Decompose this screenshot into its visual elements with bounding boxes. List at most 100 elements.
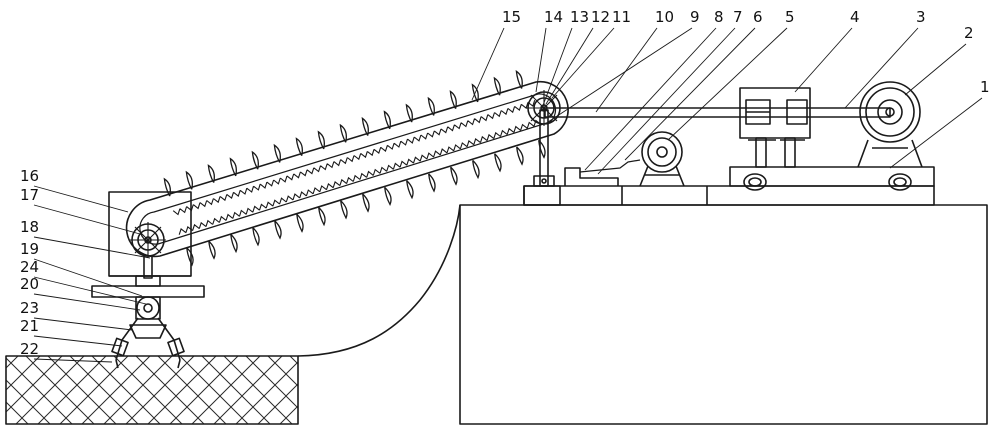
leader-line: [33, 358, 113, 363]
leader-line: [547, 27, 693, 123]
nut-right: [888, 173, 912, 191]
paddle: [538, 139, 546, 159]
callout-21: 21: [20, 317, 39, 335]
leader-line: [597, 27, 736, 175]
leader-line: [33, 185, 129, 213]
leader-line: [33, 258, 143, 297]
callout-9: 9: [690, 8, 700, 26]
upper-sprocket: [526, 90, 562, 126]
paddle: [230, 233, 238, 254]
paddle: [516, 146, 524, 166]
paddle: [384, 186, 392, 207]
paddle: [208, 240, 216, 260]
paddle: [339, 123, 347, 143]
paddle: [296, 213, 304, 233]
callout-4: 4: [850, 8, 860, 26]
callout-14: 14: [544, 8, 563, 26]
paddle: [318, 207, 326, 227]
callout-24: 24: [20, 258, 39, 276]
paddle: [163, 177, 171, 197]
callout-5: 5: [785, 8, 795, 26]
callout-7: 7: [733, 8, 743, 26]
limit-bracket: [564, 167, 619, 186]
callout-10: 10: [655, 8, 674, 26]
callout-20: 20: [20, 275, 39, 293]
leader-line: [794, 27, 853, 93]
paddle: [493, 76, 501, 96]
callout-12: 12: [591, 8, 610, 26]
callout-19: 19: [20, 240, 39, 258]
paddle: [494, 153, 502, 173]
paddle: [295, 137, 303, 157]
small-motor: [639, 131, 685, 187]
callout-2: 2: [964, 24, 974, 42]
callout-18: 18: [20, 218, 39, 236]
upper-base-plate: [729, 166, 935, 187]
ground-block: [5, 355, 299, 425]
paddle: [340, 200, 348, 220]
main-platform: [459, 204, 988, 425]
callout-23: 23: [20, 299, 39, 317]
callout-3: 3: [916, 8, 926, 26]
callout-6: 6: [753, 8, 763, 26]
leader-line: [667, 27, 788, 141]
leader-line: [545, 27, 594, 105]
lower-sprocket: [130, 222, 166, 279]
paddle: [405, 103, 413, 123]
paddle: [450, 166, 458, 186]
leader-line: [595, 27, 658, 113]
belt-teeth: [172, 100, 542, 235]
paddle: [251, 150, 259, 170]
callout-16: 16: [20, 167, 39, 185]
paddle: [273, 143, 281, 163]
leader-line: [541, 27, 573, 109]
drive-motor: [857, 81, 923, 168]
leader-line: [33, 335, 123, 347]
paddle: [317, 130, 325, 150]
paddle: [252, 227, 260, 247]
leader-line: [584, 27, 717, 171]
callout-17: 17: [20, 186, 39, 204]
paddle: [383, 110, 391, 130]
leader-line: [33, 317, 133, 331]
conveyor-belt: [125, 80, 569, 258]
leader-lines: [33, 27, 983, 363]
leader-line: [471, 27, 505, 101]
slope-curve: [297, 204, 461, 357]
leader-line: [844, 27, 919, 109]
paddle: [186, 247, 194, 267]
paddle: [406, 180, 414, 200]
drive-shaft: [544, 107, 891, 118]
paddle: [274, 220, 282, 240]
bearing-block: [739, 87, 811, 139]
leader-line: [33, 204, 141, 235]
belt-paddles: [163, 70, 546, 267]
paddle: [427, 96, 435, 116]
callout-22: 22: [20, 340, 39, 358]
support-legs: [111, 317, 185, 369]
paddle: [428, 173, 436, 193]
paddle: [207, 164, 215, 183]
swivel-joint: [135, 296, 161, 320]
teeth-bottom-run: [178, 119, 542, 235]
leader-line: [551, 27, 615, 99]
callout-11: 11: [612, 8, 631, 26]
platform-base-plate: [523, 185, 935, 206]
callout-15: 15: [502, 8, 521, 26]
callout-13: 13: [570, 8, 589, 26]
leader-line: [33, 276, 147, 305]
paddle: [362, 193, 370, 213]
callout-labels: 1 2 3 4 5 6 7 8 9 10 11 12 13 14 15 16 1…: [20, 8, 990, 358]
leader-line: [624, 27, 756, 161]
paddle: [229, 157, 237, 177]
paddle: [471, 83, 479, 103]
paddle: [449, 90, 457, 110]
leader-line: [33, 293, 141, 311]
paddle: [361, 116, 369, 136]
nut-left: [743, 173, 767, 191]
paddle: [185, 170, 193, 190]
leader-line: [33, 236, 151, 259]
leader-line: [889, 97, 983, 169]
